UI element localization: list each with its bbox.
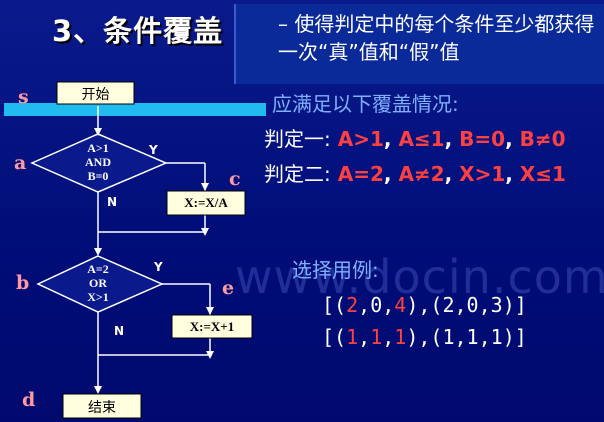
test-case-1: [(2,0,4),(2,0,3)] [322, 293, 527, 317]
decision-2-cond-4: X≤1 [519, 162, 566, 186]
decision-1-label: 判定一: [264, 127, 331, 151]
case-1-a-1: 2 [346, 293, 359, 317]
path-label-c: c [229, 168, 241, 190]
start-box [56, 81, 135, 105]
diamond-1-line-2: AND [85, 155, 111, 169]
decision-2-cond-3: X>1 [459, 162, 506, 186]
diamond-2-line-2: OR [89, 276, 107, 290]
decision-1-line: 判定一: A>1, A≤1, B=0, B≠0 [264, 127, 566, 151]
end-box [62, 393, 142, 419]
diamond-2-line-3: X>1 [87, 290, 109, 304]
decision-2-cond-1: A=2 [337, 162, 384, 186]
diamond-1-line-3: B=0 [87, 169, 109, 183]
path-label-a: a [14, 152, 27, 174]
case-2-b-2: 1 [466, 325, 479, 349]
decision-2-label: 判定二: [264, 162, 331, 186]
decision-2-line: 判定二: A=2, A≠2, X>1, X≤1 [264, 162, 566, 186]
yes-label-1: Y [149, 143, 158, 157]
case-2-a-1: 1 [346, 325, 359, 349]
path-label-d: d [22, 389, 36, 411]
decision-1-cond-3: B=0 [459, 127, 506, 151]
watermark: www.docin.com [235, 250, 604, 304]
test-case-2: [(1,1,1),(1,1,1)] [322, 325, 527, 349]
path-s-bar [4, 103, 266, 116]
case-1-a-2: 0 [370, 293, 383, 317]
yes-label-2: Y [154, 260, 163, 274]
decision-1-cond-4: B≠0 [519, 127, 566, 151]
case-1-b-1: 2 [442, 293, 455, 317]
path-label-b: b [16, 272, 30, 294]
diamond-2-text: A=2 OR X>1 [62, 262, 134, 304]
decision-1-cond-2: A≤1 [398, 127, 445, 151]
case-2-b-1: 1 [442, 325, 455, 349]
case-1-b-2: 0 [466, 293, 479, 317]
diamond-1-line-1: A>1 [87, 141, 109, 155]
case-1-a-3: 4 [394, 293, 407, 317]
diamond-2-line-1: A=2 [87, 262, 109, 276]
assign-box-2 [171, 314, 253, 339]
no-label-1: N [107, 195, 118, 209]
case-1-b-3: 3 [490, 293, 503, 317]
assign-label-1: X:=X/A [184, 195, 228, 210]
assign-label-2: X:=X+1 [189, 319, 235, 334]
path-label-e: e [222, 277, 235, 299]
description-box: – 使得判定中的每个条件至少都获得一次“真”值和“假”值 [234, 4, 604, 84]
case-2-a-2: 1 [370, 325, 383, 349]
cases-heading: 选择用例: [292, 258, 379, 282]
no-label-2: N [114, 324, 125, 338]
decision-1-cond-1: A>1 [337, 127, 384, 151]
end-label: 结束 [88, 400, 116, 416]
diamond-1-text: A>1 AND B=0 [62, 141, 134, 183]
start-label: 开始 [81, 87, 110, 103]
description-text: – 使得判定中的每个条件至少都获得一次“真”值和“假”值 [278, 12, 595, 64]
case-2-a-3: 1 [394, 325, 407, 349]
path-label-s: s [18, 86, 29, 108]
decision-2-cond-2: A≠2 [398, 162, 445, 186]
slide-title: 3、条件覆盖 [52, 14, 224, 48]
coverage-heading: 应满足以下覆盖情况: [272, 92, 459, 116]
assign-box-1 [166, 190, 246, 216]
case-2-b-3: 1 [490, 325, 503, 349]
